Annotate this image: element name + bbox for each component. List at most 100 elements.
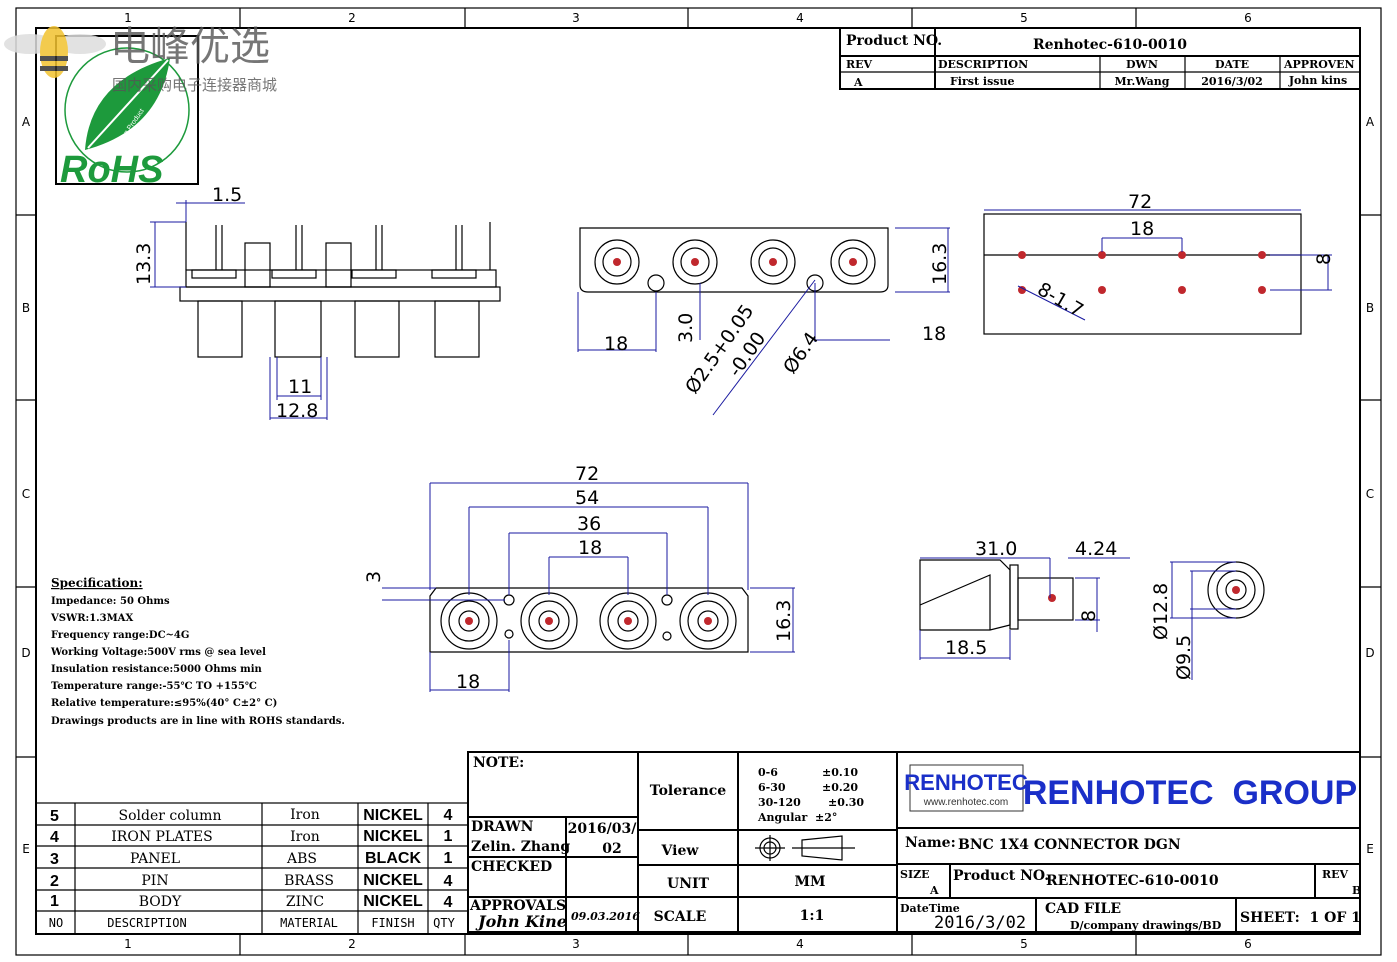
revision-block-row-1: First issue (950, 75, 1014, 88)
bom-rows-1-0: 4 (50, 829, 59, 846)
dimensions-top-view-2: 3.0 (675, 313, 697, 343)
revision-block-headers-2: DWN (1126, 58, 1158, 71)
bom-rows-1-3: NICKEL (363, 828, 423, 845)
grid-rows-0: A (22, 115, 31, 129)
front-view: 72 54 36 18 3 16.3 18 (363, 463, 795, 693)
bom-rows-2-4: 1 (444, 850, 453, 867)
title-block-tolerances-2-0: 30-120 (758, 796, 801, 809)
title-block-checked-label: CHECKED (471, 859, 552, 875)
bom-rows-0-0: 5 (50, 808, 59, 825)
single-front-view: Ø12.8 Ø9.5 (1150, 561, 1265, 680)
grid-columns-2: 3 (572, 11, 580, 25)
title-block-tolerances-1-0: 6-30 (758, 781, 786, 794)
grid-columns-3: 4 (796, 937, 804, 951)
grid-rows-3: D (21, 646, 30, 660)
title-block-logo: RENHOTEC (904, 770, 1028, 795)
bom-row: 5 Solder column Iron NICKEL 4 (50, 807, 453, 825)
bom-rows-0-2: Iron (290, 807, 320, 823)
top-view: 16.3 18 3.0 Ø2.5+0.05 -0.00 Ø6.4 18 (577, 227, 951, 416)
title-block-note-label: NOTE: (473, 755, 524, 771)
bom-rows-4-4: 4 (444, 894, 453, 911)
side-view: 1.5 13.3 11 12.8 (133, 184, 501, 422)
dimensions-front-view-1: 54 (575, 487, 599, 509)
revision-table: Product NO. Renhotec-610-0010 REV DESCRI… (839, 27, 1361, 90)
revision-block-headers-3: DATE (1215, 58, 1249, 71)
grid-rows-4: E (1366, 842, 1374, 856)
revision-block-headers-1: DESCRIPTION (938, 58, 1028, 71)
grid-rows-1: B (1366, 301, 1374, 315)
grid-columns-0: 1 (124, 11, 132, 25)
approval-block: NOTE: DRAWN Zelin. Zhang 2016/03/ 02 CHE… (467, 751, 898, 933)
dimensions-top-view-6: 18 (922, 323, 946, 345)
single-side-view: 31.0 4.24 8 18.5 (919, 538, 1130, 660)
title-block-datetime-label: DateTime (900, 902, 960, 915)
bom-rows-0-1: Solder column (119, 808, 222, 824)
bom-rows-0-3: NICKEL (363, 807, 423, 824)
revision-block-row-3: 2016/3/02 (1201, 75, 1263, 88)
title-block-name: BNC 1X4 CONNECTOR DGN (958, 837, 1181, 853)
title-block-drawn-date-1: 02 (602, 841, 621, 857)
title-block-unit: MM (795, 874, 826, 890)
title-block-tolerances-1-1: ±0.20 (822, 781, 858, 794)
title-block-sheet: SHEET: 1 OF 1 (1240, 910, 1361, 926)
grid-columns-2: 3 (572, 937, 580, 951)
watermark-rohs: RoHS (60, 149, 163, 191)
dimensions-front-view-2: 36 (577, 513, 601, 535)
bom-rows-3-3: NICKEL (363, 872, 423, 889)
dimensions-hole-pattern-2: 8 (1313, 253, 1335, 265)
title-block-rev: B (1352, 884, 1361, 897)
company-title-block: RENHOTEC www.renhotec.com RENHOTEC GROUP… (896, 751, 1361, 933)
title-block-scale-label: SCALE (654, 909, 707, 925)
bom-rows-4-3: NICKEL (363, 893, 423, 910)
title-block-logo-url-text: www.renhotec.com (923, 797, 1008, 808)
bom-rows-1-4: 1 (444, 828, 453, 845)
bom-rows-0-4: 4 (444, 807, 453, 824)
title-block-drawn-label: DRAWN (471, 819, 534, 835)
bom-headers-4: QTY (433, 916, 455, 930)
rohs-logo: RoHS Green Product (55, 35, 199, 191)
specification-lines-1: VSWR:1.3MAX (50, 613, 133, 624)
revision-block-product-no-label: Product NO. (846, 33, 942, 49)
bom-rows-2-1: PANEL (130, 851, 180, 867)
title-block-cad-path: D/company drawings/BD (1070, 919, 1222, 932)
inner-frame (35, 27, 1361, 935)
specification-lines-2: Frequency range:DC~4G (51, 630, 189, 641)
bom-rows-1-1: IRON PLATES (111, 829, 212, 845)
dimensions-single-front-1: Ø9.5 (1173, 635, 1195, 680)
dimensions-single-side-2: 8 (1078, 610, 1100, 622)
title-block-drawn-date-0: 2016/03/ (568, 821, 638, 837)
title-block-product-no-label: Product NO. (953, 868, 1049, 884)
bom-headers-0: NO (49, 916, 63, 930)
approval-signature: John Kine (475, 912, 567, 931)
revision-block-headers-0: REV (846, 58, 873, 71)
grid-columns-1: 2 (348, 937, 356, 951)
grid-rows-0: A (1366, 115, 1375, 129)
specification-lines-6: Relative temperature:≤95%(40° C±2° C) (51, 698, 277, 709)
title-block-name-label: Name: (905, 835, 956, 851)
grid-rows-2: C (1366, 487, 1374, 501)
specification-title: Specification: (51, 576, 143, 590)
specification-lines-5: Temperature range:-55℃ TO +155℃ (51, 681, 257, 692)
title-block-size: A (929, 884, 939, 897)
grid-rows-3: D (1365, 646, 1374, 660)
dimensions-front-view-3: 18 (578, 537, 602, 559)
dimensions-front-view-4: 3 (363, 571, 385, 583)
title-block-tolerances-0-0: 0-6 (758, 766, 778, 779)
title-block-cad-label: CAD FILE (1045, 901, 1121, 917)
bom-headers-3: FINISH (371, 916, 414, 930)
watermark-tagline: 国内采购电子连接器商城 (112, 76, 277, 94)
bom-rows-4-2: ZINC (286, 894, 324, 910)
dimensions-hole-pattern-0: 72 (1128, 191, 1152, 213)
title-block-view-label: View (661, 843, 700, 859)
title-block-approvals-label: APPROVALS (469, 898, 566, 914)
bom-rows-3-1: PIN (141, 873, 168, 889)
bom-headers-2: MATERIAL (280, 916, 338, 930)
dimensions-top-view-1: 18 (604, 333, 628, 355)
specification-lines-3: Working Voltage:500V rms @ sea level (50, 647, 266, 658)
